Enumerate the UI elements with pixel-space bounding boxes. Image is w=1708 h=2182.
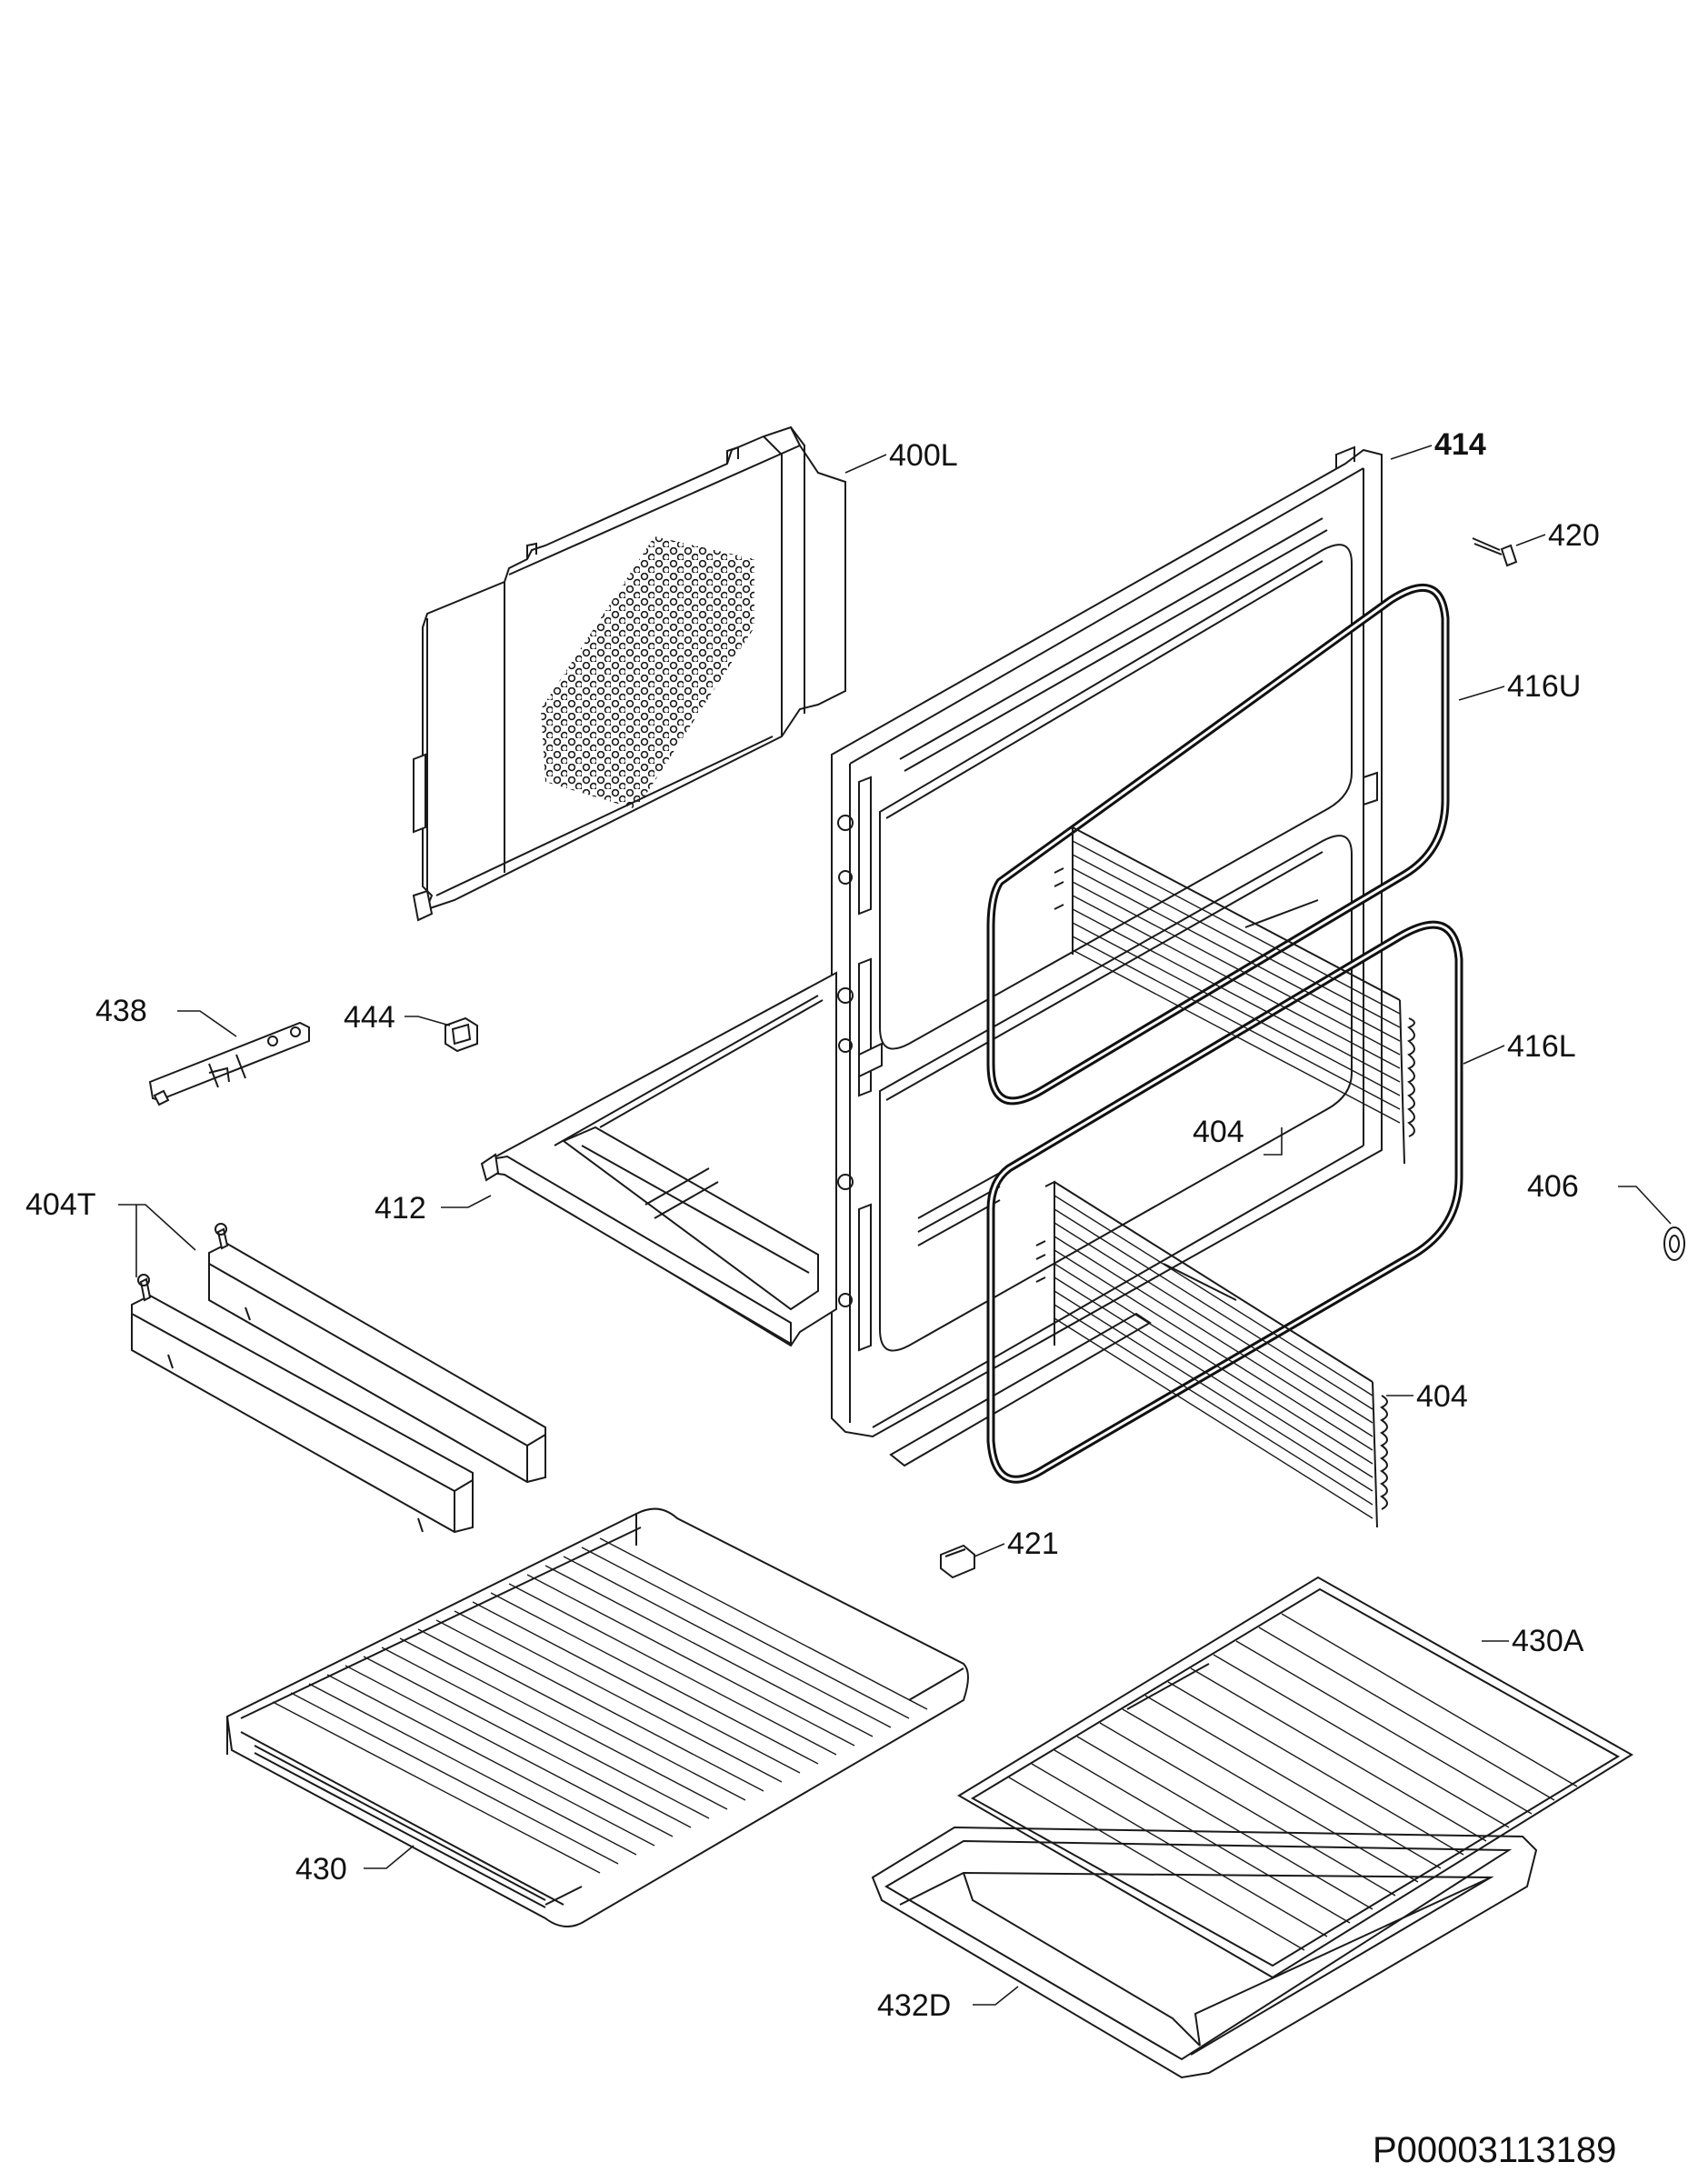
clip-part	[444, 1016, 478, 1053]
telescopic-runners-part	[131, 1223, 546, 1534]
callout-406: 406	[1527, 1169, 1579, 1204]
callout-leaders	[118, 445, 1672, 2006]
callout-420: 420	[1548, 518, 1600, 553]
callout-430A: 430A	[1512, 1624, 1584, 1658]
callout-416L: 416L	[1507, 1029, 1576, 1064]
callout-416U: 416U	[1507, 669, 1581, 704]
part-number-code: P00003113189	[1373, 2130, 1616, 2170]
grill-rack-part	[957, 1576, 1633, 1979]
callout-404-lower: 404	[1416, 1379, 1468, 1414]
baking-tray-part	[871, 1826, 1538, 2079]
bracket-part	[148, 1021, 310, 1106]
lower-door-seal-part	[986, 920, 1463, 1484]
rear-fan-cover-part	[412, 425, 846, 922]
front-frame-part	[831, 445, 1383, 1467]
nut-part	[1663, 1226, 1685, 1261]
bottom-tray-part	[480, 971, 837, 1347]
callout-labels: 400L 414 420 416U 416L 438 444 404 412 4…	[25, 427, 1600, 2023]
fitting-part	[940, 1544, 975, 1579]
callout-438: 438	[95, 994, 147, 1028]
callout-421: 421	[1007, 1526, 1059, 1561]
upper-door-seal-part	[986, 583, 1450, 1106]
callout-412: 412	[375, 1191, 426, 1226]
screw-part	[1472, 537, 1518, 567]
callout-432D: 432D	[877, 1988, 951, 2023]
callout-400L: 400L	[889, 438, 958, 473]
callout-404-upper: 404	[1193, 1115, 1244, 1149]
callout-444: 444	[344, 1000, 395, 1035]
oven-shelf-part	[225, 1507, 969, 1927]
callout-404T: 404T	[25, 1187, 96, 1222]
callout-430: 430	[295, 1852, 347, 1887]
lower-shelf-support-part	[1035, 1180, 1388, 1528]
upper-shelf-support-part	[1054, 826, 1415, 1165]
callout-414: 414	[1434, 427, 1486, 462]
